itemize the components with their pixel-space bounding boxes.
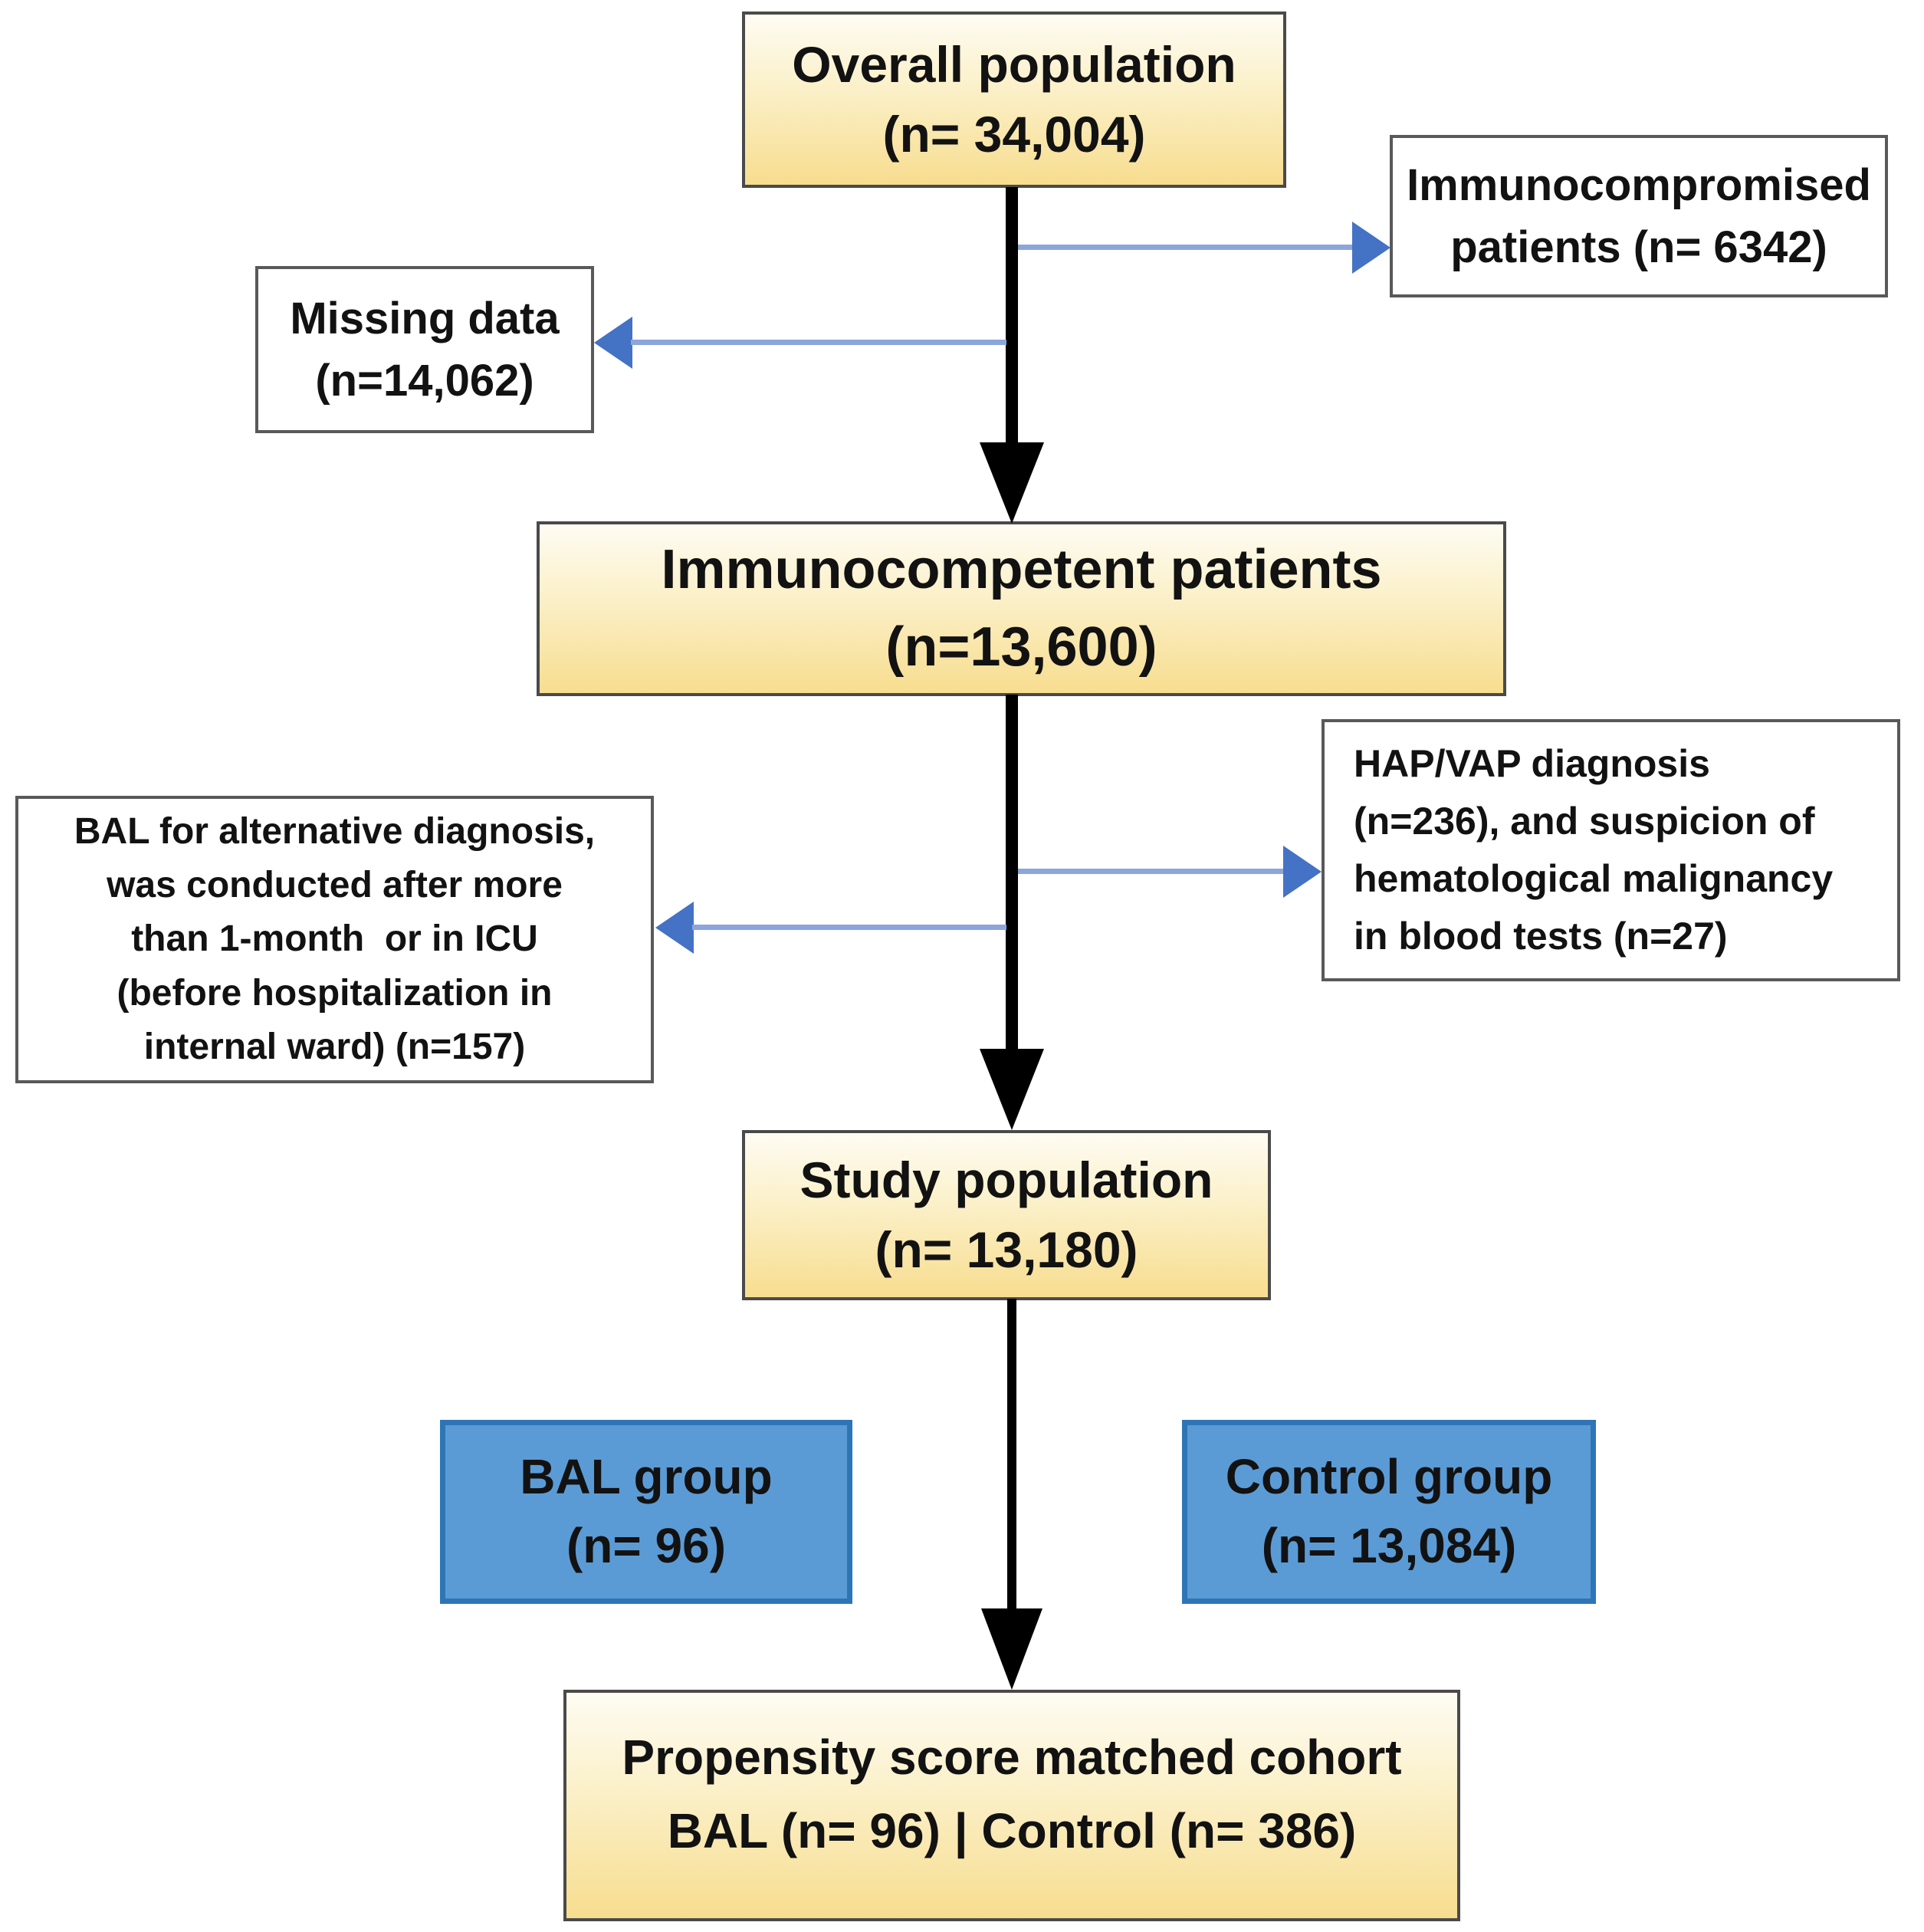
left-arrowhead-icon <box>594 317 632 369</box>
main-flow-arrow-shaft-1 <box>1006 187 1018 445</box>
text-line: BAL group <box>520 1449 773 1505</box>
branch-arrow-shaft-immunocompromised <box>1018 245 1354 250</box>
text-line: Study population <box>799 1151 1213 1208</box>
down-arrowhead-icon <box>981 1608 1042 1690</box>
text-line: (n=13,600) <box>885 616 1157 678</box>
hap-vap-exclusion-box: HAP/VAP diagnosis (n=236), and suspicion… <box>1322 719 1900 981</box>
left-arrowhead-icon <box>655 902 694 954</box>
text-line: BAL for alternative diagnosis, <box>74 811 596 853</box>
text-line: than 1-month or in ICU <box>131 918 538 960</box>
bal-alternative-exclusion-box: BAL for alternative diagnosis, was condu… <box>15 796 654 1083</box>
immunocompetent-patients-box: Immunocompetent patients (n=13,600) <box>537 521 1506 696</box>
text-line: BAL (n= 96) | Control (n= 386) <box>667 1803 1357 1858</box>
main-flow-arrow-shaft-3 <box>1007 1299 1016 1610</box>
text-line: (n=236), and suspicion of <box>1354 800 1815 843</box>
text-line: Immunocompetent patients <box>661 539 1382 601</box>
text-line: HAP/VAP diagnosis <box>1354 742 1710 785</box>
text-line: (n=14,062) <box>315 356 534 406</box>
text-line: Overall population <box>792 35 1236 93</box>
missing-data-exclusion-box: Missing data (n=14,062) <box>255 266 594 433</box>
main-flow-arrow-shaft-2 <box>1006 695 1018 1050</box>
text-line: (n= 13,180) <box>875 1221 1138 1278</box>
text-line: internal ward) (n=157) <box>143 1026 526 1067</box>
text-line: patients (n= 6342) <box>1450 222 1827 272</box>
text-line: (n= 34,004) <box>882 106 1146 163</box>
study-population-box: Study population (n= 13,180) <box>742 1130 1271 1300</box>
right-arrowhead-icon <box>1283 846 1322 898</box>
text-line: (n= 13,084) <box>1261 1518 1517 1573</box>
text-line: Control group <box>1225 1449 1553 1505</box>
immunocompromised-exclusion-box: Immunocompromised patients (n= 6342) <box>1390 135 1888 297</box>
text-line: Missing data <box>290 293 560 343</box>
branch-arrow-shaft-hap-vap <box>1018 869 1285 874</box>
branch-arrow-shaft-bal-alternative <box>692 925 1006 930</box>
text-line: in blood tests (n=27) <box>1354 915 1728 958</box>
text-line: Immunocompromised <box>1407 159 1871 210</box>
down-arrowhead-icon <box>980 1049 1044 1130</box>
text-line: (n= 96) <box>566 1518 727 1573</box>
right-arrowhead-icon <box>1352 222 1390 274</box>
branch-arrow-shaft-missing-data <box>631 340 1006 345</box>
text-line: Propensity score matched cohort <box>622 1730 1402 1785</box>
text-line: was conducted after more <box>107 865 563 906</box>
propensity-matched-cohort-box: Propensity score matched cohort BAL (n= … <box>563 1690 1460 1921</box>
text-line: hematological malignancy <box>1354 857 1834 900</box>
down-arrowhead-icon <box>980 442 1044 524</box>
overall-population-box: Overall population (n= 34,004) <box>742 12 1286 188</box>
control-group-box: Control group (n= 13,084) <box>1182 1420 1596 1604</box>
bal-group-box: BAL group (n= 96) <box>440 1420 852 1604</box>
text-line: (before hospitalization in <box>117 972 553 1014</box>
